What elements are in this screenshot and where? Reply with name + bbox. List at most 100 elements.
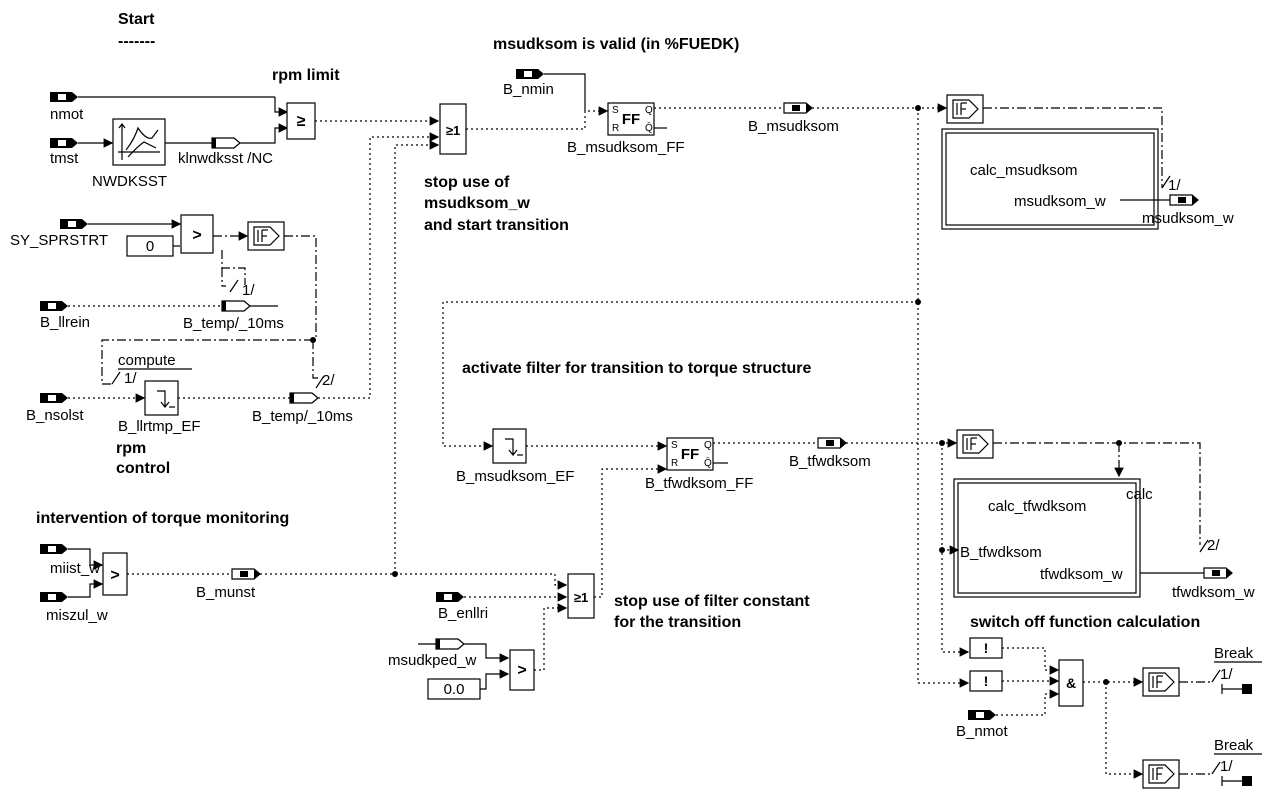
b-nmot-inport: [968, 710, 996, 720]
b-temp-10ms-port-2: [289, 392, 319, 404]
if-block-break-2: [1142, 759, 1180, 789]
b-llrtmp-ef-label: B_llrtmp_EF: [118, 418, 201, 435]
div-1-label-e: 1/: [1220, 758, 1233, 775]
msudksom-valid-heading: msudksom is valid (in %FUEDK): [493, 36, 739, 53]
nwdksst-label: NWDKSST: [92, 173, 167, 190]
b-msudksom-outport: [783, 102, 813, 114]
or-symbol-bottom: ≥1: [574, 590, 588, 605]
msudksom-w-port-label: msudksom_w: [1014, 193, 1106, 210]
tfwdksom-w-out-label: tfwdksom_w: [1172, 584, 1255, 601]
klnwdksst-port: [211, 137, 241, 149]
b-nsolst-inport: [40, 393, 68, 403]
const-zero-float-label: 0.0: [444, 681, 465, 698]
b-enllri-inport: [436, 592, 464, 602]
b-msudksom-ef-label: B_msudksom_EF: [456, 468, 574, 485]
b-llrein-inport: [40, 301, 68, 311]
if-block-sprstrt: [247, 221, 285, 251]
b-nmot-label: B_nmot: [956, 723, 1009, 740]
gt-symbol-torque: >: [110, 567, 119, 584]
nwdksst-map-icon: [112, 118, 166, 166]
gt-comparator-torque: [102, 552, 128, 596]
or-block-bottom: [567, 573, 595, 619]
ff-block-bottom: S R Q Q̄ FF: [666, 437, 714, 471]
ff-block-top: S R Q Q̄ FF: [607, 102, 655, 136]
nmot-label: nmot: [50, 106, 84, 123]
b-llrein-label: B_llrein: [40, 314, 90, 331]
div-1-label-c: 1/: [1168, 177, 1181, 194]
not-symbol-1: !: [984, 640, 989, 656]
if-block-msudksom: [946, 94, 984, 124]
rpm-control-heading-line2: control: [116, 460, 170, 477]
intervention-heading: intervention of torque monitoring: [36, 510, 289, 527]
gt-comparator-sprstrt: [180, 214, 214, 254]
gt-symbol-msudkped: >: [517, 662, 526, 679]
tmst-inport: [50, 138, 78, 148]
start-underline: -------: [118, 33, 155, 50]
and-symbol: &: [1066, 675, 1076, 691]
const-zero-label: 0: [146, 238, 154, 255]
b-msudksom-ff-label: B_msudksom_FF: [567, 139, 685, 156]
b-temp-10ms-port-1: [221, 300, 251, 312]
break-label-1: Break: [1214, 645, 1254, 662]
or-block-top: [439, 103, 467, 155]
svg-text:FF: FF: [681, 446, 699, 463]
svg-text:R: R: [612, 123, 619, 134]
break-terminator-1: [1221, 684, 1252, 694]
b-munst-outport: [231, 568, 261, 580]
sy-sprstrt-label: SY_SPRSTRT: [10, 232, 108, 249]
calc-tfwdksom-subsystem: [953, 478, 1141, 598]
b-nmin-label: B_nmin: [503, 81, 554, 98]
svg-text:R: R: [671, 458, 678, 469]
or-symbol-top: ≥1: [446, 123, 460, 138]
stop-filter-heading-line1: stop use of filter constant: [614, 593, 810, 610]
div-1-label-b: 1/: [124, 370, 137, 387]
calc-msudksom-subsystem: [941, 128, 1159, 230]
svg-text:Q: Q: [645, 105, 653, 116]
stop-use-heading-line1: stop use of: [424, 174, 510, 191]
svg-text:S: S: [612, 105, 619, 116]
compute-label: compute: [118, 352, 176, 369]
msudksom-w-outport: [1169, 194, 1199, 206]
edge-detect-block-msudksom: [492, 428, 527, 464]
b-nsolst-label: B_nsolst: [26, 407, 84, 424]
calc-msudksom-label: calc_msudksom: [970, 162, 1078, 179]
stop-use-heading-line2: msudksom_w: [424, 195, 530, 212]
tmst-label: tmst: [50, 150, 79, 167]
rpm-limit-heading: rpm limit: [272, 67, 340, 84]
break-terminator-2: [1221, 776, 1252, 786]
div-1-label-d: 1/: [1220, 666, 1233, 683]
if-block-break-1: [1142, 667, 1180, 697]
klnwdksst-label: klnwdksst /NC: [178, 150, 273, 167]
if-block-tfwdksom: [956, 429, 994, 459]
miist-w-inport: [40, 544, 68, 554]
gt-symbol-sprstrt: >: [192, 227, 201, 244]
calc-tfwdksom-label: calc_tfwdksom: [988, 498, 1086, 515]
msudkped-w-label: msudkped_w: [388, 652, 477, 669]
edge-detect-block-llrtmp: [144, 380, 179, 416]
svg-text:Q̄: Q̄: [645, 121, 653, 134]
tfwdksom-w-port-label: tfwdksom_w: [1040, 566, 1123, 583]
msudkped-w-port: [435, 638, 465, 650]
nmot-inport: [50, 92, 78, 102]
b-temp-10ms-label-2: B_temp/_10ms: [252, 408, 353, 425]
b-munst-label: B_munst: [196, 584, 256, 601]
b-nmin-inport: [516, 69, 544, 79]
gt-comparator-msudkped: [509, 649, 535, 691]
svg-text:Q̄: Q̄: [704, 456, 712, 469]
b-tfwdksom-ff-label: B_tfwdksom_FF: [645, 475, 753, 492]
activate-filter-heading: activate filter for transition to torque…: [462, 360, 811, 377]
div-2-label-a: 2/: [322, 372, 335, 389]
miszul-w-inport: [40, 592, 68, 602]
msudksom-w-out-label: msudksom_w: [1142, 210, 1234, 227]
tfwdksom-w-outport: [1203, 567, 1233, 579]
svg-text:S: S: [671, 440, 678, 451]
miszul-w-label: miszul_w: [46, 607, 108, 624]
b-temp-10ms-label-1: B_temp/_10ms: [183, 315, 284, 332]
sy-sprstrt-inport: [60, 219, 88, 229]
stop-filter-heading-line2: for the transition: [614, 614, 741, 631]
ge-symbol: ≥: [297, 113, 306, 130]
stop-use-heading-line3: and start transition: [424, 217, 569, 234]
b-msudksom-label: B_msudksom: [748, 118, 839, 135]
